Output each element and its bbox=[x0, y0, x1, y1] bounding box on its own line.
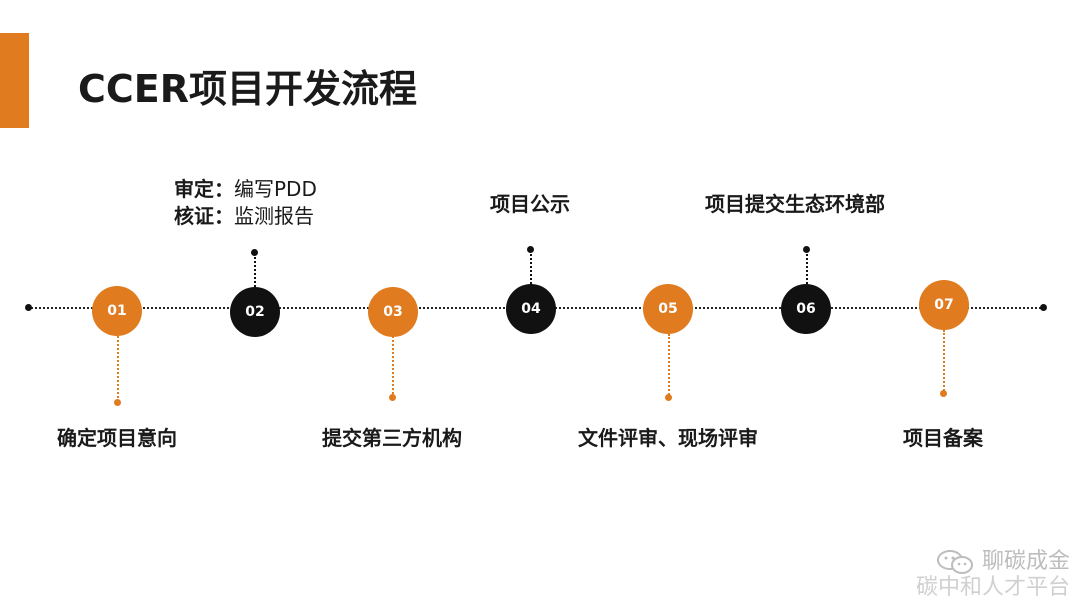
step-07-label: 项目备案 bbox=[903, 426, 983, 450]
step-05-connector-dot bbox=[665, 394, 672, 401]
step-04-connector-dot bbox=[527, 246, 534, 253]
note-validation-value: 编写PDD bbox=[234, 177, 317, 201]
step-01-connector-dot bbox=[114, 399, 121, 406]
step-07-connector bbox=[943, 330, 945, 394]
page-title: CCER项目开发流程 bbox=[78, 67, 417, 111]
note-verification-value: 监测报告 bbox=[234, 204, 314, 228]
step-07-circle: 07 bbox=[919, 280, 969, 330]
step-02-note: 审定：编写PDD 核证：监测报告 bbox=[174, 176, 317, 230]
step-05-label: 文件评审、现场评审 bbox=[578, 426, 758, 450]
step-03-label: 提交第三方机构 bbox=[322, 426, 462, 450]
step-05-connector bbox=[668, 334, 670, 398]
step-06-connector-dot bbox=[803, 246, 810, 253]
timeline-end-dot bbox=[1040, 304, 1047, 311]
step-05-circle: 05 bbox=[643, 284, 693, 334]
step-02-circle: 02 bbox=[230, 287, 280, 337]
step-01-connector bbox=[117, 336, 119, 402]
step-03-connector-dot bbox=[389, 394, 396, 401]
step-04-connector bbox=[530, 250, 532, 284]
step-03-connector bbox=[392, 336, 394, 398]
step-04-circle: 04 bbox=[506, 284, 556, 334]
step-06-connector bbox=[806, 250, 808, 284]
step-02-connector bbox=[254, 253, 256, 287]
note-verification-key: 核证： bbox=[174, 204, 234, 228]
title-accent-bar bbox=[0, 33, 29, 128]
step-01-circle: 01 bbox=[92, 286, 142, 336]
step-06-label: 项目提交生态环境部 bbox=[705, 192, 885, 216]
step-06-circle: 06 bbox=[781, 284, 831, 334]
watermark-subtitle: 碳中和人才平台 bbox=[915, 575, 1070, 600]
step-07-connector-dot bbox=[940, 390, 947, 397]
watermark-brand: 聊碳成金 bbox=[981, 549, 1070, 574]
step-01-label: 确定项目意向 bbox=[57, 426, 177, 450]
step-04-label: 项目公示 bbox=[490, 192, 570, 216]
step-03-circle: 03 bbox=[368, 287, 418, 337]
timeline-start-dot bbox=[25, 304, 32, 311]
note-validation-key: 审定： bbox=[174, 177, 234, 201]
wechat-icon bbox=[936, 550, 973, 574]
watermark: 聊碳成金 碳中和人才平台 bbox=[916, 549, 1070, 601]
step-02-connector-dot bbox=[251, 249, 258, 256]
